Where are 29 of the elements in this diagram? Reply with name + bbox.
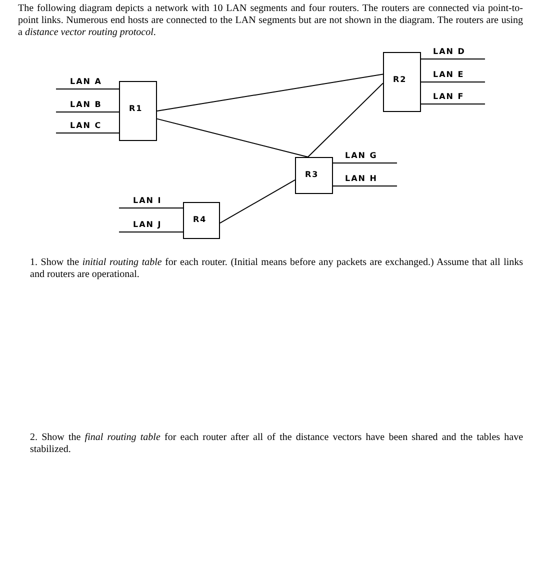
lan-label: LAN I: [133, 196, 162, 205]
lan-segment-line: [56, 132, 120, 134]
lan-label: LAN B: [70, 100, 102, 109]
link-line: [220, 179, 296, 224]
lan-label: LAN C: [70, 121, 102, 130]
router-label: R2: [393, 75, 407, 84]
lan-label: LAN A: [70, 77, 102, 86]
intro-paragraph: The following diagram depicts a network with 10 LAN segments and four routers. The routers are connected via point-to-point links. Numerous end hosts are connected to the LAN segments but are not shown in the diagram. The routers are using a distance vector routing protocol.: [18, 3, 523, 39]
lan-segment-line: [56, 88, 120, 90]
link-line: [307, 82, 384, 158]
question-text: 2. Show the final routing table for each router after all of the distance vectors have been shared and the tables have stabilized.: [30, 432, 523, 456]
lan-segment-line: [420, 58, 486, 60]
router-label: R1: [129, 104, 143, 113]
lan-label: LAN D: [433, 47, 466, 56]
router-box: [119, 81, 157, 141]
lan-label: LAN H: [345, 174, 378, 183]
router-box: [183, 202, 220, 239]
lan-label: LAN F: [433, 92, 464, 101]
lan-segment-line: [332, 162, 398, 164]
lan-label: LAN E: [433, 70, 464, 79]
lan-label: LAN G: [345, 151, 378, 160]
router-box: [295, 157, 333, 194]
router-label: R3: [305, 170, 319, 179]
link-line: [156, 118, 308, 158]
link-line: [156, 74, 384, 112]
router-box: [383, 52, 421, 112]
lan-label: LAN J: [133, 220, 162, 229]
question-text: 1. Show the initial routing table for each router. (Initial means before any packets are exchanged.) Assume that all links and routers are operational.: [30, 257, 523, 281]
router-label: R4: [193, 215, 207, 224]
